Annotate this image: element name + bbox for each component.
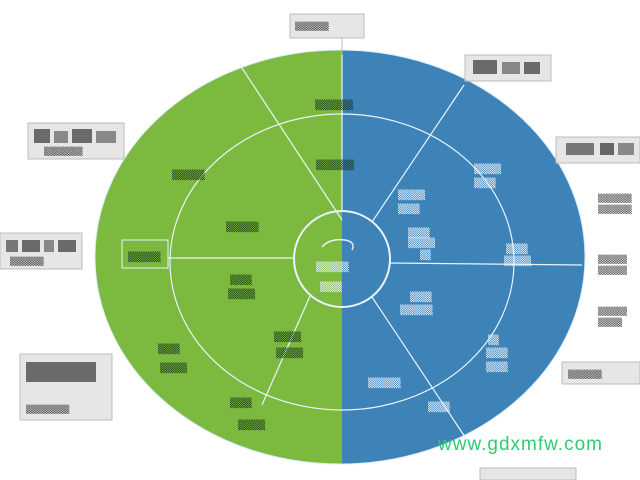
- svg-text:▒▒▒▒: ▒▒▒▒: [474, 177, 496, 189]
- svg-text:▒▒: ▒▒: [420, 249, 431, 261]
- watermark-text: www.gdxmfw.com: [438, 434, 603, 455]
- svg-text:▒▒▒▒▒: ▒▒▒▒▒: [598, 317, 622, 327]
- center-label: ▒▒▒▒▒▒ ▒▒▒▒: [316, 238, 354, 293]
- svg-text:▒▒▒▒▒: ▒▒▒▒▒: [504, 255, 532, 267]
- right-half: [342, 50, 585, 464]
- svg-text:▒▒▒▒▒: ▒▒▒▒▒: [276, 347, 304, 359]
- svg-text:▒▒▒▒: ▒▒▒▒: [506, 243, 528, 255]
- svg-text:▒▒▒▒▒▒▒▒: ▒▒▒▒▒▒▒▒: [44, 146, 83, 156]
- svg-text:▒▒▒▒▒▒: ▒▒▒▒▒▒: [598, 306, 627, 316]
- spokes: [168, 55, 583, 453]
- svg-text:▒▒▒▒: ▒▒▒▒: [486, 347, 508, 359]
- svg-text:▒▒▒▒: ▒▒▒▒: [320, 281, 342, 293]
- svg-text:▒▒▒▒▒▒▒: ▒▒▒▒▒▒▒: [295, 21, 329, 31]
- svg-text:▒▒▒▒▒: ▒▒▒▒▒: [274, 331, 302, 343]
- svg-text:▒▒▒▒: ▒▒▒▒: [410, 291, 432, 303]
- svg-text:▒▒▒▒▒▒: ▒▒▒▒▒▒: [598, 265, 627, 275]
- svg-text:▒▒▒▒▒: ▒▒▒▒▒: [398, 189, 426, 201]
- svg-text:▒▒▒▒▒: ▒▒▒▒▒: [160, 362, 188, 374]
- svg-text:▒▒▒▒▒▒▒: ▒▒▒▒▒▒▒: [568, 369, 602, 379]
- svg-text:▒▒▒▒▒▒▒: ▒▒▒▒▒▒▒: [316, 159, 355, 171]
- svg-text:▒▒▒▒: ▒▒▒▒: [230, 274, 252, 286]
- svg-text:▒▒▒▒▒▒▒▒▒: ▒▒▒▒▒▒▒▒▒: [26, 404, 70, 414]
- callout-boxes: ▒▒▒▒▒▒▒ ▒▒▒▒▒▒▒ ▒▒▒▒▒▒▒ ▒▒▒▒▒▒ ▒▒▒▒▒▒ ▒▒…: [0, 13, 640, 480]
- svg-text:▒▒▒▒▒: ▒▒▒▒▒: [408, 237, 436, 249]
- segment-labels: ▒▒▒▒▒▒▒ ▒▒▒▒▒▒▒ ▒▒▒▒▒▒ ▒▒▒▒▒▒ ▒▒▒▒ ▒▒▒▒▒…: [158, 99, 532, 431]
- svg-text:▒▒▒▒▒▒: ▒▒▒▒▒▒: [172, 169, 205, 181]
- svg-text:▒▒: ▒▒: [488, 334, 499, 346]
- callout-top: [289, 13, 365, 39]
- svg-text:▒▒▒▒▒▒: ▒▒▒▒▒▒: [400, 304, 433, 316]
- svg-text:▒▒▒▒: ▒▒▒▒: [398, 203, 420, 215]
- svg-text:▒▒▒▒▒▒▒: ▒▒▒▒▒▒▒: [10, 256, 44, 266]
- svg-text:▒▒▒▒▒▒▒: ▒▒▒▒▒▒▒: [598, 204, 632, 214]
- callout-left-center: [121, 239, 169, 269]
- svg-text:▒▒▒▒▒▒▒: ▒▒▒▒▒▒▒: [598, 193, 632, 203]
- svg-text:▒▒▒▒▒: ▒▒▒▒▒: [238, 419, 266, 431]
- svg-text:▒▒▒▒▒▒: ▒▒▒▒▒▒: [598, 254, 627, 264]
- svg-text:▒▒▒▒▒▒▒: ▒▒▒▒▒▒▒: [315, 99, 354, 111]
- svg-text:▒▒▒▒: ▒▒▒▒: [158, 343, 180, 355]
- svg-text:▒▒▒▒▒▒: ▒▒▒▒▒▒: [368, 377, 401, 389]
- callout-bottom: [479, 467, 577, 480]
- svg-text:▒▒▒▒▒▒: ▒▒▒▒▒▒: [316, 261, 349, 273]
- svg-text:▒▒▒▒: ▒▒▒▒: [428, 401, 450, 413]
- svg-text:▒▒▒▒: ▒▒▒▒: [486, 361, 508, 373]
- outer-ring: [94, 49, 586, 465]
- svg-text:▒▒▒▒▒▒: ▒▒▒▒▒▒: [226, 221, 259, 233]
- callout-right-bottom: [561, 361, 640, 385]
- svg-text:▒▒▒▒: ▒▒▒▒: [230, 397, 252, 409]
- svg-text:▒▒▒▒: ▒▒▒▒: [408, 227, 430, 239]
- svg-text:▒▒▒▒▒: ▒▒▒▒▒: [228, 288, 256, 300]
- svg-text:▒▒▒▒▒: ▒▒▒▒▒: [474, 163, 502, 175]
- svg-text:▒▒▒▒▒▒: ▒▒▒▒▒▒: [128, 251, 161, 263]
